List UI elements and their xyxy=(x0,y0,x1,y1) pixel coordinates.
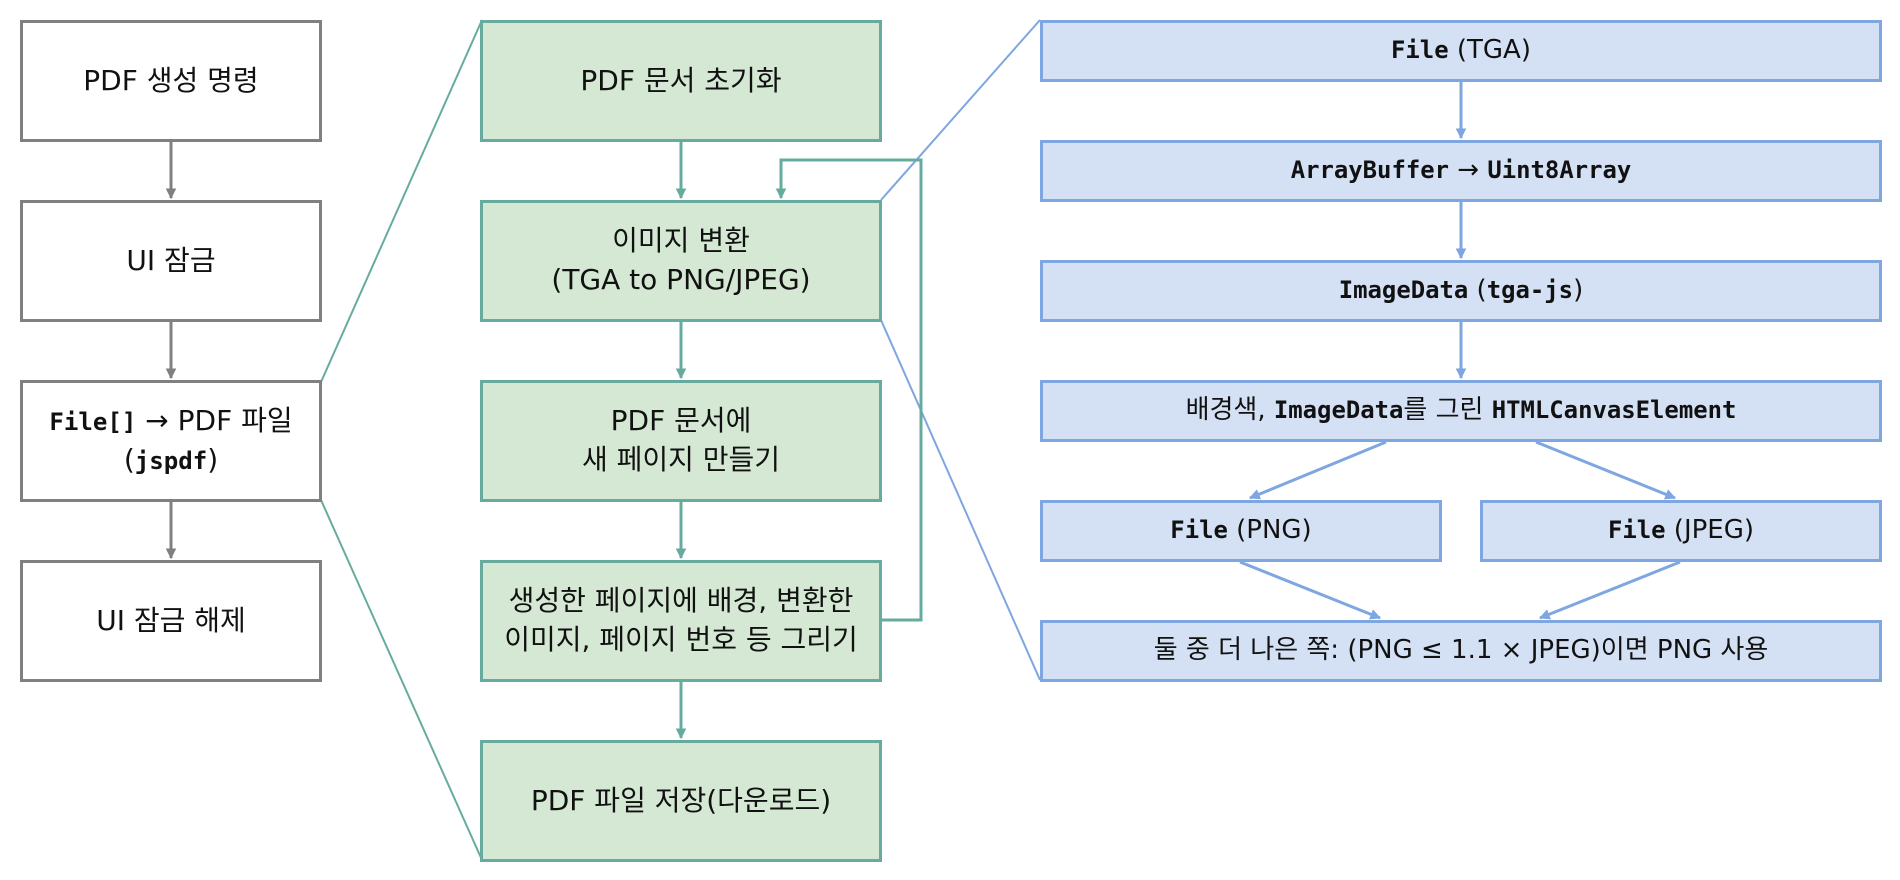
draw-page-box: 생성한 페이지에 배경, 변환한 이미지, 페이지 번호 등 그리기 xyxy=(480,560,882,682)
file-jpeg-box: File (JPEG) xyxy=(1480,500,1882,562)
arraybuffer-arrow: → xyxy=(1449,155,1488,186)
canvas-label: 배경색, ImageData를 그린 HTMLCanvasElement xyxy=(1186,393,1737,429)
image-convert-box: 이미지 변환 (TGA to PNG/JPEG) xyxy=(480,200,882,322)
file-to-pdf-arrow-text: → PDF 파일 xyxy=(136,404,293,438)
arrow-png-to-choose xyxy=(1239,560,1382,620)
file-tga-label: File (TGA) xyxy=(1391,33,1531,69)
arraybuffer-box: ArrayBuffer → Uint8Array xyxy=(1040,140,1882,202)
zoom-line-top-blue xyxy=(880,19,1041,201)
arrow-canvas-to-png xyxy=(1249,440,1387,500)
pdf-command-box: PDF 생성 명령 xyxy=(20,20,322,142)
pdf-init-label: PDF 문서 초기화 xyxy=(580,63,782,97)
save-pdf-box: PDF 파일 저장(다운로드) xyxy=(480,740,882,862)
file-png-label: File (PNG) xyxy=(1170,513,1311,549)
choose-format-label: 둘 중 더 나은 쪽: (PNG ≤ 1.1 × JPEG)이면 PNG 사용 xyxy=(1153,635,1769,666)
file-jpeg-text: (JPEG) xyxy=(1665,515,1755,546)
canvas-text2: 를 그린 xyxy=(1403,395,1492,426)
arrow-jpeg-to-choose xyxy=(1538,560,1681,620)
choose-format-box: 둘 중 더 나은 쪽: (PNG ≤ 1.1 × JPEG)이면 PNG 사용 xyxy=(1040,620,1882,682)
uint8array-code: Uint8Array xyxy=(1487,156,1632,185)
file-to-pdf-line1: File[] → PDF 파일 xyxy=(49,402,292,441)
zoom-line-top-green xyxy=(320,19,483,383)
file-to-pdf-box: File[] → PDF 파일 (jspdf) xyxy=(20,380,322,502)
file-to-pdf-line2: (jspdf) xyxy=(124,441,218,480)
arraybuffer-label: ArrayBuffer → Uint8Array xyxy=(1291,153,1632,189)
image-convert-line1: 이미지 변환 xyxy=(612,224,750,258)
arrow-canvas-to-jpeg xyxy=(1535,440,1677,500)
file-png-text: (PNG) xyxy=(1227,515,1312,546)
imagedata-paren-open: ( xyxy=(1468,275,1487,306)
draw-page-line1: 생성한 페이지에 배경, 변환한 xyxy=(508,584,854,618)
file-tga-text: (TGA) xyxy=(1448,35,1531,66)
draw-page-line2: 이미지, 페이지 번호 등 그리기 xyxy=(504,623,858,656)
canvas-box: 배경색, ImageData를 그린 HTMLCanvasElement xyxy=(1040,380,1882,442)
new-page-box: PDF 문서에 새 페이지 만들기 xyxy=(480,380,882,502)
image-convert-line2: (TGA to PNG/JPEG) xyxy=(551,263,811,296)
ui-unlock-box: UI 잠금 해제 xyxy=(20,560,322,682)
htmlcanvaselement-code: HTMLCanvasElement xyxy=(1491,396,1737,425)
file-array-code: File[] xyxy=(49,408,137,437)
ui-lock-box: UI 잠금 xyxy=(20,200,322,322)
file-png-code: File xyxy=(1170,516,1228,545)
new-page-line2: 새 페이지 만들기 xyxy=(581,443,781,476)
close-paren: ) xyxy=(207,443,219,476)
ui-unlock-label: UI 잠금 해제 xyxy=(96,603,246,637)
imagedata-label: ImageData (tga-js) xyxy=(1339,273,1583,309)
imagedata-paren-close: ) xyxy=(1573,275,1584,306)
zoom-line-bottom-blue xyxy=(880,319,1041,681)
new-page-line1: PDF 문서에 xyxy=(610,404,752,438)
open-paren: ( xyxy=(123,443,135,476)
zoom-line-bottom-green xyxy=(320,499,483,861)
arrow-loop-back xyxy=(775,158,923,622)
canvas-text1: 배경색, xyxy=(1185,395,1274,426)
canvas-imagedata-code: ImageData xyxy=(1273,396,1404,425)
pdf-init-box: PDF 문서 초기화 xyxy=(480,20,882,142)
imagedata-code: ImageData xyxy=(1338,276,1469,305)
imagedata-box: ImageData (tga-js) xyxy=(1040,260,1882,322)
file-png-box: File (PNG) xyxy=(1040,500,1442,562)
file-jpeg-label: File (JPEG) xyxy=(1608,513,1754,549)
tga-js-code: tga-js xyxy=(1486,276,1574,305)
jspdf-code: jspdf xyxy=(134,447,208,475)
arraybuffer-code: ArrayBuffer xyxy=(1290,156,1450,185)
file-jpeg-code: File xyxy=(1607,516,1666,545)
save-pdf-label: PDF 파일 저장(다운로드) xyxy=(530,783,832,817)
file-tga-code: File xyxy=(1391,36,1449,65)
pdf-command-label: PDF 생성 명령 xyxy=(83,63,259,97)
ui-lock-label: UI 잠금 xyxy=(126,243,216,277)
file-tga-box: File (TGA) xyxy=(1040,20,1882,82)
